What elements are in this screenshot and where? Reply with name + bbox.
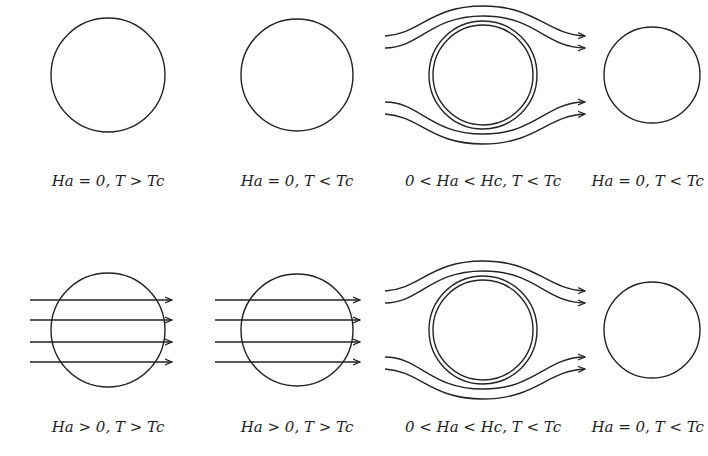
condition-label: 0 < Ha < Hc, T < Tc <box>405 172 561 190</box>
sample-circle <box>433 25 533 125</box>
condition-label: Ha = 0, T < Tc <box>591 418 704 436</box>
condition-label: Ha = 0, T < Tc <box>241 172 354 190</box>
sample-circle <box>604 27 700 123</box>
condition-label: Ha > 0, T > Tc <box>241 418 354 436</box>
sample-circle <box>241 274 353 386</box>
condition-label: 0 < Ha < Hc, T < Tc <box>405 418 561 436</box>
condition-label: Ha = 0, T > Tc <box>52 172 165 190</box>
sample-circle <box>51 273 165 387</box>
condition-label: Ha = 0, T < Tc <box>591 172 704 190</box>
sample-circle <box>429 276 537 384</box>
field-lines <box>385 6 585 144</box>
sample-circle <box>51 18 165 132</box>
sample-circle <box>604 282 700 378</box>
sample-circle <box>433 280 533 380</box>
sample-circle <box>429 21 537 129</box>
sample-circle <box>241 19 353 131</box>
condition-label: Ha > 0, T > Tc <box>52 418 165 436</box>
field-lines <box>30 261 585 399</box>
